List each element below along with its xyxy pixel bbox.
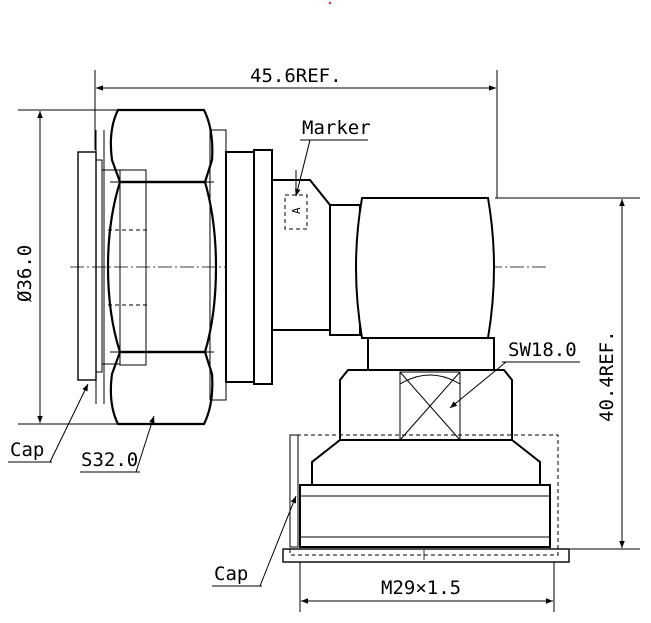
dimension-thread — [299, 562, 555, 612]
leader-cap-bottom — [212, 495, 297, 587]
label-body-hex: SW18.0 — [508, 339, 577, 361]
leader-marker — [294, 139, 368, 197]
left-cap — [77, 151, 120, 381]
thread-section — [289, 434, 559, 556]
right-angle-head — [355, 197, 495, 371]
dimension-height — [495, 197, 640, 550]
dim-diameter-text: Ø36.0 — [14, 245, 36, 302]
body-shaft — [225, 149, 361, 385]
hex-body — [339, 369, 513, 441]
label-wrench-hex: S32.0 — [81, 449, 138, 471]
label-cap-bottom: Cap — [214, 563, 248, 585]
marker-letter: A — [290, 207, 303, 214]
red-marker-dot — [328, 1, 332, 5]
dim-height-text: 40.4REF. — [596, 330, 618, 422]
dim-thread-text: M29×1.5 — [381, 577, 461, 599]
bottom-cap — [282, 548, 570, 563]
leader-cap-left — [8, 383, 89, 463]
label-marker: Marker — [302, 117, 371, 139]
label-cap-left: Cap — [10, 439, 44, 461]
leader-wrench-hex — [80, 415, 155, 473]
leader-body-hex — [449, 361, 580, 409]
dim-overall-length-text: 45.6REF. — [250, 65, 342, 87]
